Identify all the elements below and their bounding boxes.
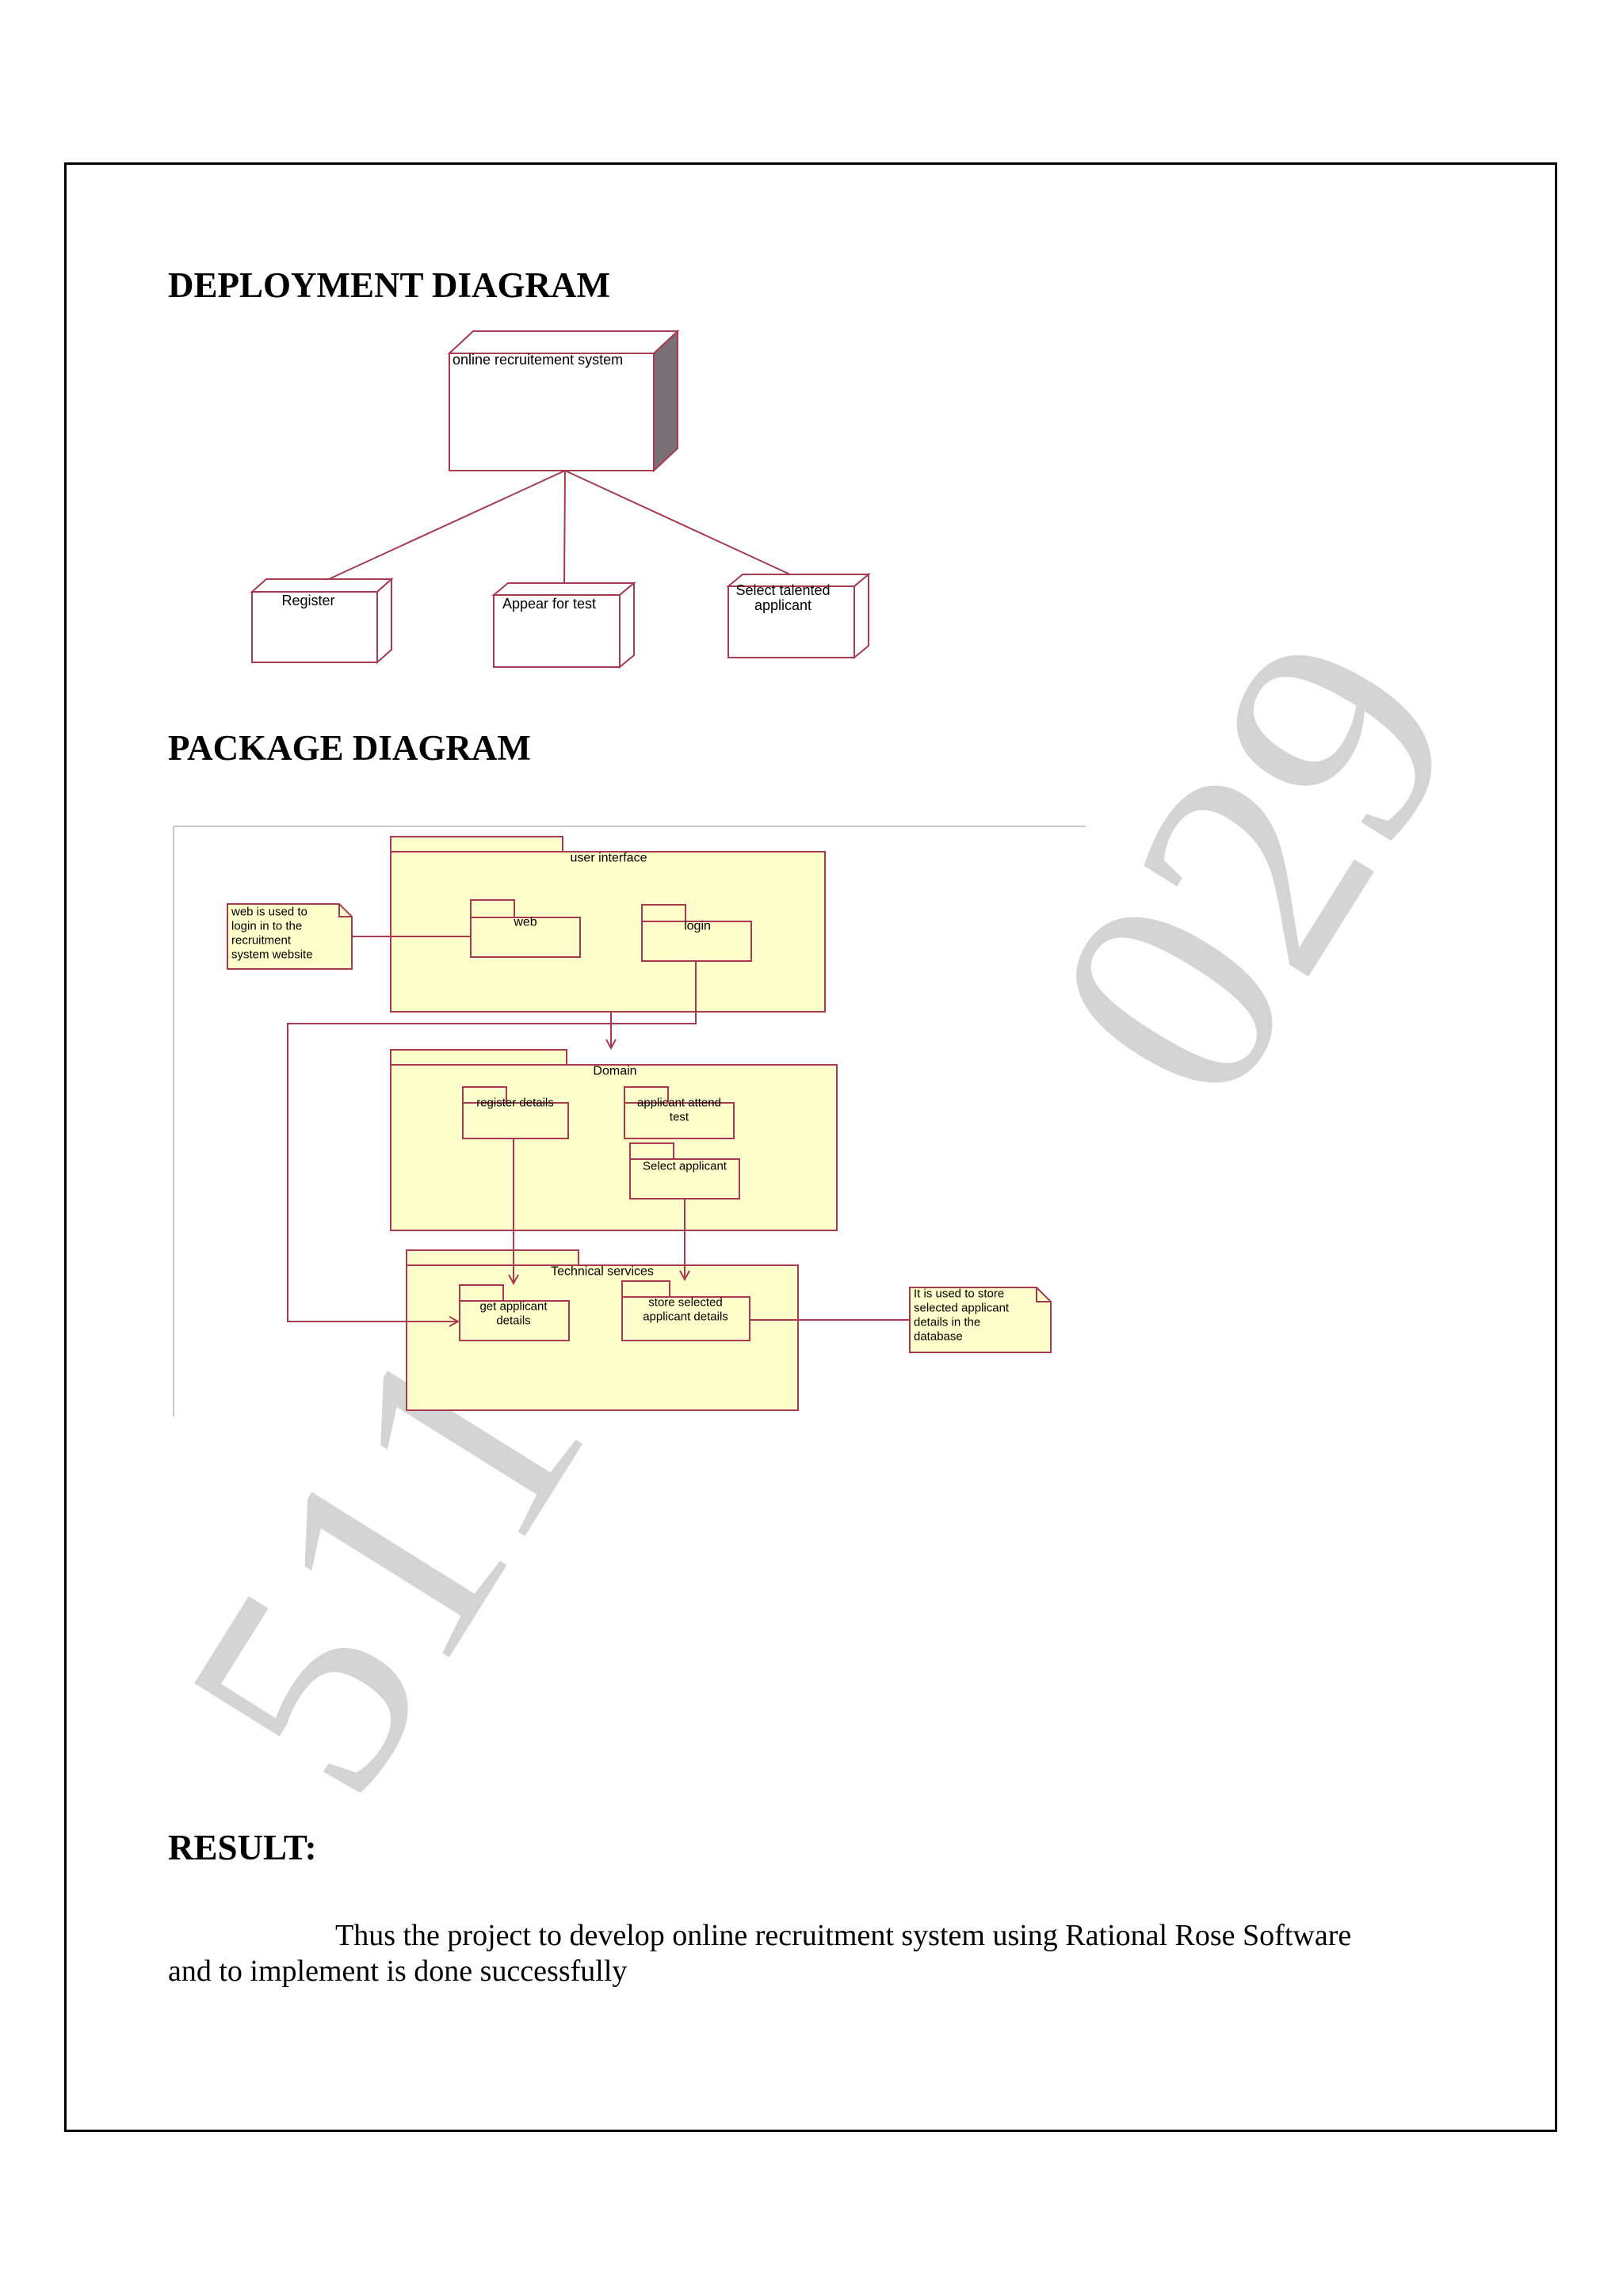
result-text-line-1: Thus the project to develop online recru… — [335, 1919, 1352, 1952]
package-select-label: Select applicant — [643, 1159, 727, 1173]
node-main-label: online recruitement system — [453, 352, 623, 368]
note-store-line-1: It is used to store — [914, 1287, 1004, 1300]
node-appear-for-test: Appear for test — [491, 581, 636, 669]
package-heading: PACKAGE DIAGRAM — [168, 728, 531, 768]
package-login: login — [641, 904, 752, 962]
package-attend-label-1: applicant attend — [637, 1096, 721, 1109]
package-applicant-attend-test: applicant attend test — [624, 1086, 735, 1139]
node-select-talented-applicant: Select talented applicant — [726, 572, 871, 660]
node-select-label-2: applicant — [754, 597, 812, 613]
package-web-label: web — [513, 915, 537, 929]
node-register-label: Register — [281, 593, 334, 608]
package-tech-label: Technical services — [551, 1264, 654, 1278]
node-register: Register — [250, 577, 394, 665]
package-domain: Domain — [390, 1049, 838, 1231]
note-web-line-3: recruitment — [231, 933, 292, 947]
page-border — [64, 162, 1557, 2132]
node-online-recruitment-system: online recruitement system — [447, 329, 680, 473]
note-store-line-2: selected applicant — [914, 1301, 1010, 1314]
package-store-label-2: applicant details — [643, 1310, 728, 1323]
package-register-label: register details — [476, 1096, 554, 1109]
package-store-label-1: store selected — [648, 1295, 722, 1309]
package-store-selected-applicant-details: store selected applicant details — [621, 1280, 750, 1341]
package-get-label-1: get applicant — [479, 1299, 548, 1313]
package-get-label-2: details — [496, 1314, 530, 1327]
note-web-line-4: system website — [231, 948, 313, 961]
note-store-line-4: database — [914, 1329, 963, 1343]
deployment-heading: DEPLOYMENT DIAGRAM — [168, 265, 610, 305]
note-web-line-2: login in to the — [231, 919, 302, 933]
note-web: web is used to login in to the recruitme… — [227, 903, 353, 970]
package-attend-label-2: test — [670, 1110, 689, 1123]
result-text-line-2: and to implement is done successfully — [168, 1955, 628, 1988]
package-select-applicant: Select applicant — [629, 1142, 740, 1199]
package-login-label: login — [684, 919, 711, 933]
note-store: It is used to store selected applicant d… — [909, 1287, 1052, 1353]
node-select-label-1: Select talented — [735, 582, 830, 598]
package-domain-label: Domain — [593, 1064, 636, 1077]
package-ui-label: user interface — [571, 851, 647, 864]
note-web-line-1: web is used to — [231, 905, 307, 918]
package-user-interface: user interface — [390, 836, 826, 1013]
node-test-label: Appear for test — [502, 596, 596, 612]
package-register-details: register details — [462, 1086, 569, 1139]
result-heading: RESULT: — [168, 1828, 317, 1867]
package-get-applicant-details: get applicant details — [459, 1284, 570, 1341]
note-store-line-3: details in the — [914, 1315, 980, 1329]
